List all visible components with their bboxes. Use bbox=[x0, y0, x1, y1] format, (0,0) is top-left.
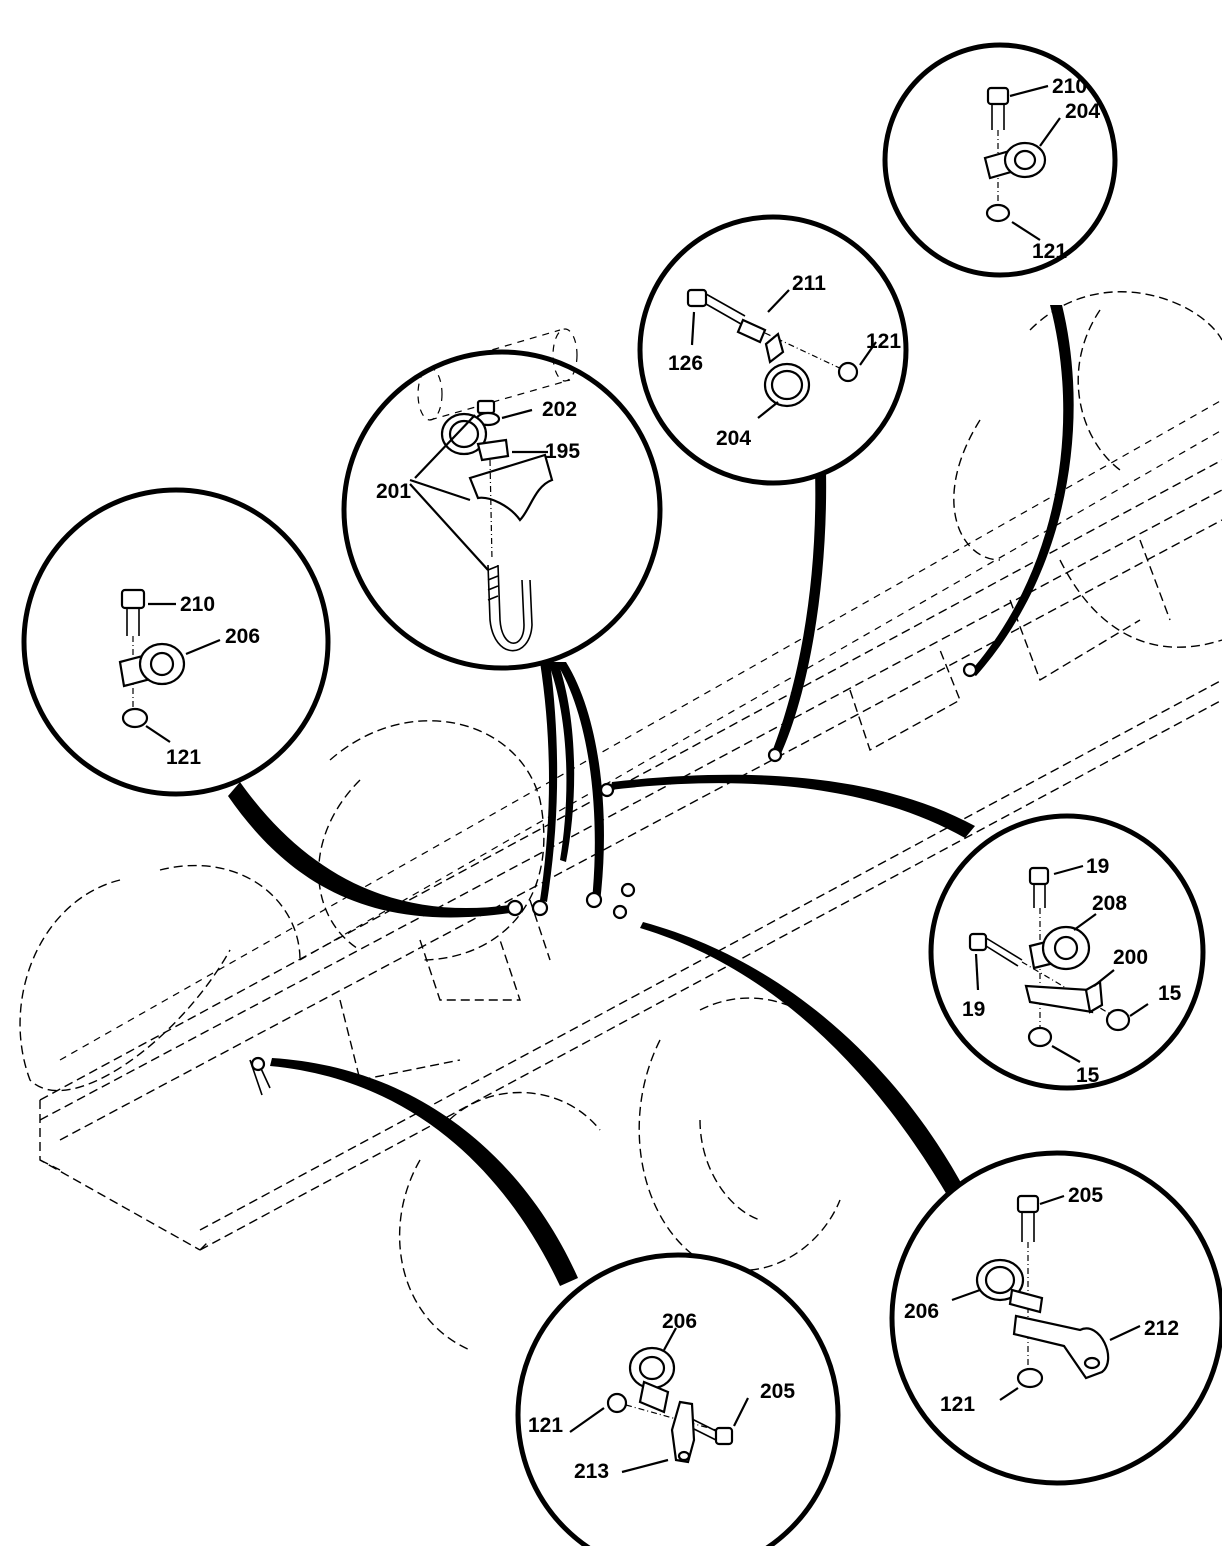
label-19-side: 19 bbox=[962, 998, 985, 1021]
detail-circle-right-mid: 19 208 200 19 15 15 bbox=[928, 813, 1206, 1091]
label-195: 195 bbox=[545, 440, 580, 463]
label-204: 204 bbox=[1065, 100, 1100, 123]
label-205: 205 bbox=[1068, 1184, 1103, 1207]
detail-circle-top-right: 210 204 121 bbox=[882, 42, 1118, 278]
label-200: 200 bbox=[1113, 946, 1148, 969]
leader-bands bbox=[228, 305, 1074, 1286]
label-19-top: 19 bbox=[1086, 855, 1109, 878]
detail-circle-upper-mid: 211 126 121 204 bbox=[637, 214, 909, 486]
detail-circle-bottom-right: 205 206 212 121 bbox=[889, 1150, 1222, 1486]
detail-circle-ubolt: 202 195 201 bbox=[341, 328, 663, 671]
label-121: 121 bbox=[940, 1393, 975, 1416]
label-15-side: 15 bbox=[1158, 982, 1182, 1005]
label-206: 206 bbox=[662, 1310, 697, 1333]
label-208: 208 bbox=[1092, 892, 1127, 915]
label-206: 206 bbox=[904, 1300, 939, 1323]
label-121: 121 bbox=[1032, 240, 1067, 263]
label-202: 202 bbox=[542, 398, 577, 421]
label-212: 212 bbox=[1144, 1317, 1179, 1340]
label-213: 213 bbox=[574, 1460, 609, 1483]
frame-fittings bbox=[249, 662, 978, 1096]
label-201: 201 bbox=[376, 480, 411, 503]
detail-circle-left: 210 206 121 bbox=[21, 487, 331, 797]
label-204: 204 bbox=[716, 427, 751, 450]
label-15-bottom: 15 bbox=[1076, 1064, 1100, 1087]
label-121: 121 bbox=[166, 746, 201, 769]
label-121: 121 bbox=[528, 1414, 563, 1437]
detail-circle-bottom-mid: 206 205 121 213 bbox=[515, 1252, 841, 1546]
label-210: 210 bbox=[180, 593, 215, 616]
label-121: 121 bbox=[866, 330, 901, 353]
label-211: 211 bbox=[792, 272, 826, 295]
label-206: 206 bbox=[225, 625, 260, 648]
label-126: 126 bbox=[668, 352, 703, 375]
label-210: 210 bbox=[1052, 75, 1087, 98]
label-205: 205 bbox=[760, 1380, 795, 1403]
